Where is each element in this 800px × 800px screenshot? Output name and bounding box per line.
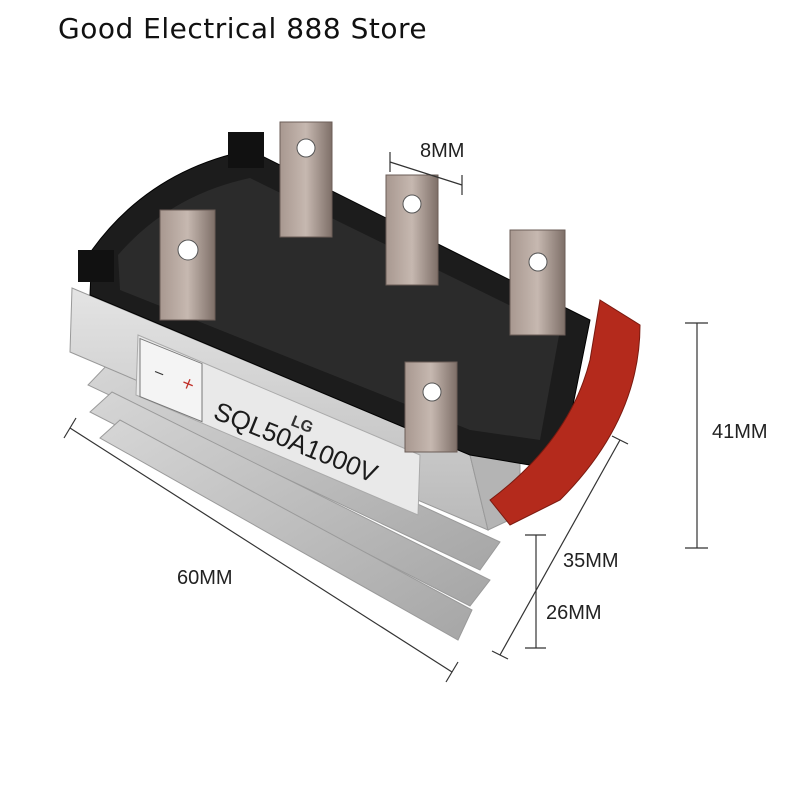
dimension-lines <box>63 152 708 683</box>
dimension-length: 60MM <box>177 567 233 589</box>
terminal-3 <box>385 174 439 286</box>
terminal-5 <box>404 361 458 453</box>
dimension-height-base: 26MM <box>546 602 602 624</box>
polarity-minus: − <box>151 364 168 383</box>
dimension-height-total: 41MM <box>712 421 768 443</box>
store-title: Good Electrical 888 Store <box>58 12 428 45</box>
terminal-1 <box>159 209 216 321</box>
terminal-4 <box>509 229 566 336</box>
polarity-plus: + <box>179 372 199 395</box>
polarity-box <box>139 337 203 423</box>
label-plate <box>135 334 421 516</box>
dimension-width-top: 8MM <box>420 140 465 162</box>
terminals <box>159 121 566 453</box>
dimension-height-body: 35MM <box>563 550 619 572</box>
terminal-2 <box>279 121 333 238</box>
red-cap <box>489 299 641 526</box>
